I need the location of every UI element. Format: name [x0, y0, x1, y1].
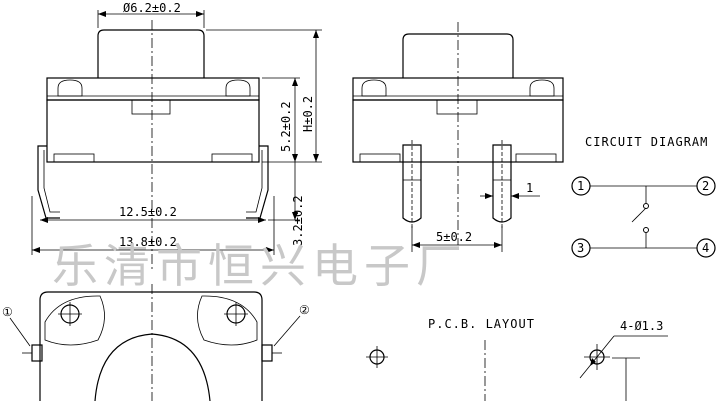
actuator-outline	[97, 29, 205, 78]
bottom-arc	[94, 333, 211, 402]
side-actuator-outline	[402, 33, 514, 78]
top-diameter-label: Ø6.2±0.2	[123, 1, 181, 15]
cover-plate	[46, 77, 260, 101]
bottom-lead-right	[261, 344, 273, 362]
pin-pitch-label: 5±0.2	[436, 230, 472, 244]
watermark: 乐清市恒兴电子厂	[52, 239, 468, 293]
bottom-view: ① ②	[2, 284, 310, 402]
circuit-diagram: CIRCUIT DIAGRAM 1 2 3 4	[571, 135, 716, 258]
inner-width-label: 12.5±0.2	[119, 205, 177, 219]
side-pin-right	[492, 144, 512, 223]
front-view: Ø6.2±0.2 5.2±0.2 H±0.2 3.2±0.2 12.5±0.2 …	[31, 1, 322, 270]
switch-body	[46, 99, 260, 163]
lead-right	[246, 145, 269, 219]
bottom-pad-left	[44, 295, 105, 346]
pin-width-label: 1	[526, 181, 533, 195]
cover-tab-right	[225, 79, 251, 97]
outer-width-label: 13.8±0.2	[119, 235, 177, 249]
cover-tab-left	[57, 79, 83, 97]
bottom-body-outline	[39, 291, 263, 401]
side-pin-left	[402, 144, 422, 223]
svg-text:2: 2	[702, 179, 709, 193]
side-view: 1 5±0.2	[352, 22, 564, 252]
switch-contact	[631, 207, 647, 223]
circuit-title: CIRCUIT DIAGRAM	[585, 135, 708, 149]
pcb-layout: P.C.B. LAYOUT 4-Ø1.3	[366, 317, 668, 401]
foot-left	[53, 153, 95, 163]
hole-spec-leader	[579, 335, 615, 379]
svg-text:3: 3	[577, 241, 584, 255]
lead-left	[37, 145, 60, 219]
foot-right	[211, 153, 253, 163]
bottom-pin-1-label: ①	[2, 305, 13, 319]
body-height-label: 5.2±0.2	[279, 101, 293, 152]
hole-spec-label: 4-Ø1.3	[620, 319, 663, 333]
svg-text:1: 1	[577, 179, 584, 193]
bottom-pin-2-label: ②	[299, 303, 310, 317]
bottom-pad-right	[197, 295, 258, 346]
lead-length-label: 3.2±0.2	[291, 195, 305, 246]
svg-text:4: 4	[702, 241, 709, 255]
pcb-title: P.C.B. LAYOUT	[428, 317, 535, 331]
center-notch	[131, 99, 171, 115]
total-height-label: H±0.2	[301, 96, 315, 132]
